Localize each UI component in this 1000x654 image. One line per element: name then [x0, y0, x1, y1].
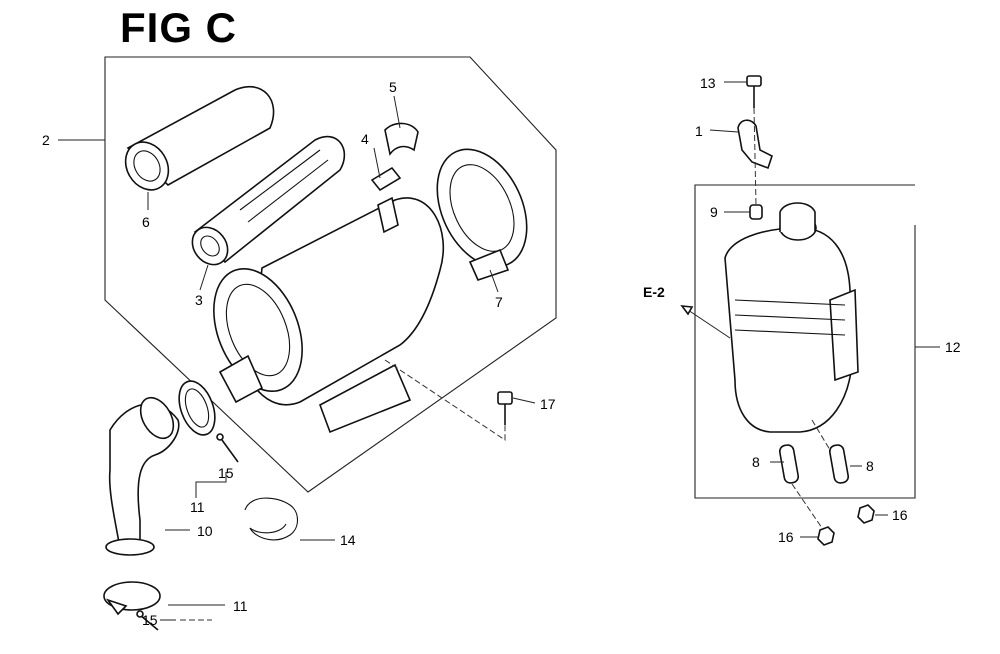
callout-17: 17: [540, 396, 556, 412]
callout-12: 12: [945, 339, 961, 355]
wire-clip: [244, 497, 299, 541]
collar: [749, 204, 763, 220]
callout-4: 4: [361, 131, 369, 147]
callout-11-upper: 11: [190, 499, 205, 515]
nut-left: [817, 526, 835, 546]
air-cleaner-case: [213, 196, 445, 434]
air-cleaner-group-frame: [104, 56, 557, 493]
resonator-group-frame: [694, 184, 916, 499]
callout-14: 14: [340, 532, 356, 548]
nut-right: [857, 504, 875, 524]
lower-clamp-screw: [136, 610, 159, 631]
callout-2: 2: [42, 132, 50, 148]
upper-clamp-screw: [216, 433, 239, 463]
lower-band-clamp: [103, 581, 161, 616]
upper-band-clamp: [178, 380, 216, 436]
callout-7: 7: [495, 294, 503, 310]
air-cleaner-cover: [436, 148, 528, 281]
callout-16-right: 16: [892, 507, 908, 523]
callout-11-lower: 11: [233, 598, 248, 614]
resonator-chamber: [724, 202, 859, 433]
callout-15-upper: 15: [218, 465, 234, 481]
case-bolt: [497, 391, 513, 425]
element-clip: [370, 122, 419, 192]
callout-6-lower: 6: [142, 214, 150, 230]
leader-lines: [58, 81, 940, 621]
callout-8-left: 8: [752, 454, 760, 470]
intake-tube: [105, 396, 180, 556]
figure-title: FIG C: [120, 4, 237, 51]
callout-1: 1: [695, 123, 703, 139]
callout-8-right: 8: [866, 458, 874, 474]
callout-13: 13: [700, 75, 716, 91]
callout-9: 9: [710, 204, 718, 220]
resonator-pin-right: [828, 444, 850, 484]
outer-foam-element: [124, 85, 275, 191]
resonator-pin-left: [778, 444, 800, 484]
callout-15-lower: 15: [142, 612, 158, 628]
paper-filter-element: [191, 135, 346, 266]
callout-16-left: 16: [778, 529, 794, 545]
callout-10: 10: [197, 523, 213, 539]
callout-3: 3: [195, 292, 203, 308]
callout-5: 5: [389, 79, 397, 95]
callout-e2: E-2: [643, 284, 665, 300]
stay-bolt: [746, 75, 762, 108]
